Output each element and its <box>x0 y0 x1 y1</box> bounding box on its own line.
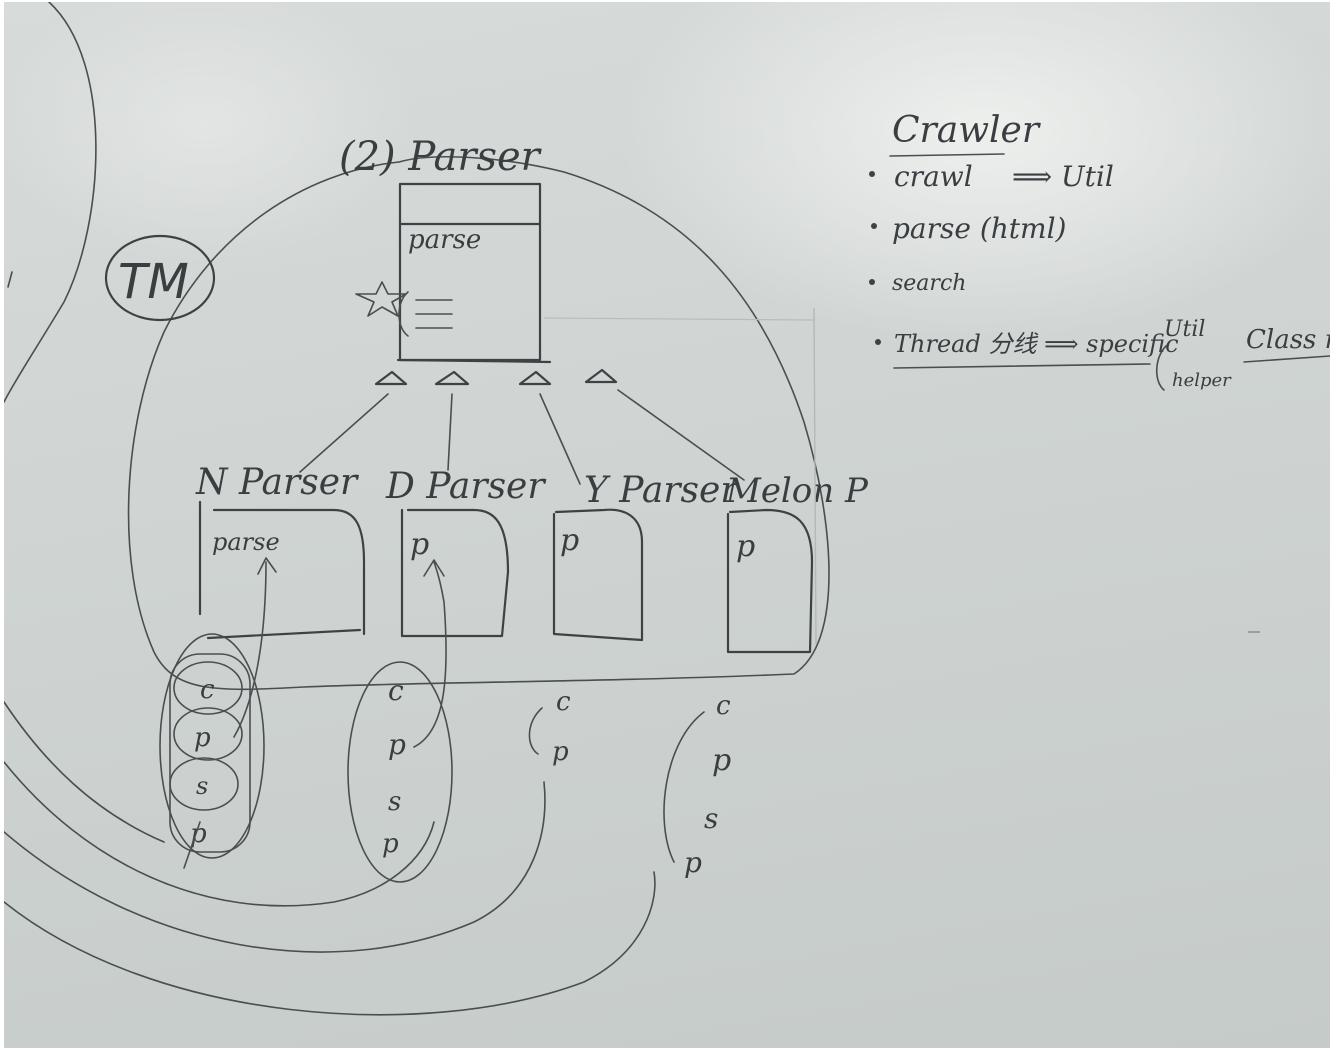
child-method-n: parse <box>212 528 280 556</box>
note-item-4-underline <box>893 363 1151 369</box>
inherit-line-m <box>617 389 745 481</box>
parent-method: parse <box>408 225 481 255</box>
triangle-m <box>584 368 618 384</box>
inherit-line-y <box>539 393 581 485</box>
stack-2-item-3: s <box>388 787 401 817</box>
triangle-d <box>434 370 470 386</box>
stack-4-item-2: p <box>712 743 731 778</box>
bullet-3 <box>869 279 875 285</box>
bullet-4 <box>875 339 881 345</box>
left-arc-2 <box>4 701 165 843</box>
inherit-line-n <box>299 393 389 473</box>
note-item-3: search <box>892 271 966 296</box>
child-name-n: N Parser <box>195 462 359 503</box>
stack-4-item-3: s <box>704 802 718 835</box>
tm-circle <box>104 234 216 322</box>
child-name-d: D Parser <box>385 466 546 507</box>
bracket-mark <box>398 291 409 337</box>
group-outline <box>127 156 830 691</box>
class-label: Class re <box>1246 325 1330 355</box>
helper-label: helper <box>1172 370 1232 391</box>
child-name-y: Y Parser <box>584 470 739 511</box>
stack-1-item-3: s <box>196 772 208 800</box>
bullet-2 <box>871 223 877 229</box>
parent-class-box <box>398 182 542 362</box>
note-item-1: crawl <box>894 160 973 193</box>
child-box-d <box>400 508 510 638</box>
inherit-line-d <box>447 393 453 471</box>
stack-2-item-4: p <box>382 829 399 859</box>
arrow-to-n <box>233 557 277 738</box>
crawler-title-underline <box>889 153 1005 157</box>
stack-1-outline <box>159 633 265 859</box>
stack-1-item-2: p <box>194 723 211 753</box>
child-method-m: p <box>736 529 755 564</box>
child-method-d: p <box>410 527 429 562</box>
tm-label: TM <box>118 254 189 310</box>
child-box-m <box>726 508 814 654</box>
stack-1-inner <box>169 653 251 853</box>
crawler-title: Crawler <box>892 110 1041 151</box>
child-box-n <box>198 500 366 640</box>
tick-left <box>7 271 13 288</box>
triangle-y <box>518 370 552 386</box>
child-box-y <box>552 508 644 642</box>
left-arc-5 <box>4 871 656 1016</box>
note-item-2: parse (html) <box>892 212 1066 245</box>
stack-2-item-2: p <box>388 728 406 761</box>
stack-2-outline <box>347 661 453 883</box>
child-name-m: Melon P <box>725 471 869 511</box>
left-arc-1 <box>4 2 97 403</box>
left-arc-4 <box>4 781 546 953</box>
arrow-to-d <box>413 559 447 748</box>
stack-2-item-1: c <box>388 674 404 707</box>
stack-4-item-4: p <box>684 846 702 879</box>
whiteboard-photo: TM (2) Parser parse N Parser D Parser Y … <box>4 2 1330 1048</box>
inheritance-base-line <box>396 358 552 364</box>
note-item-1-suffix: ⟹ Util <box>1012 160 1114 193</box>
bullet-1 <box>869 171 875 177</box>
star-mark <box>355 281 407 317</box>
util-label: Util <box>1164 317 1205 342</box>
stack-1-item-4: p <box>190 819 207 849</box>
parent-heading: (2) Parser <box>339 134 543 180</box>
triangle-n <box>374 370 408 386</box>
left-arc-3 <box>4 761 435 907</box>
note-item-4: Thread 分线 ⟹ specific <box>894 330 1179 358</box>
stack-1-item-1: c <box>200 675 215 705</box>
whiteboard-drawing: TM (2) Parser parse N Parser D Parser Y … <box>4 2 1330 1016</box>
child-method-y: p <box>560 523 579 558</box>
stack-4-item-1: c <box>716 691 731 721</box>
stack-3-item-2: p <box>552 737 569 767</box>
stack-3-item-1: c <box>556 687 571 717</box>
